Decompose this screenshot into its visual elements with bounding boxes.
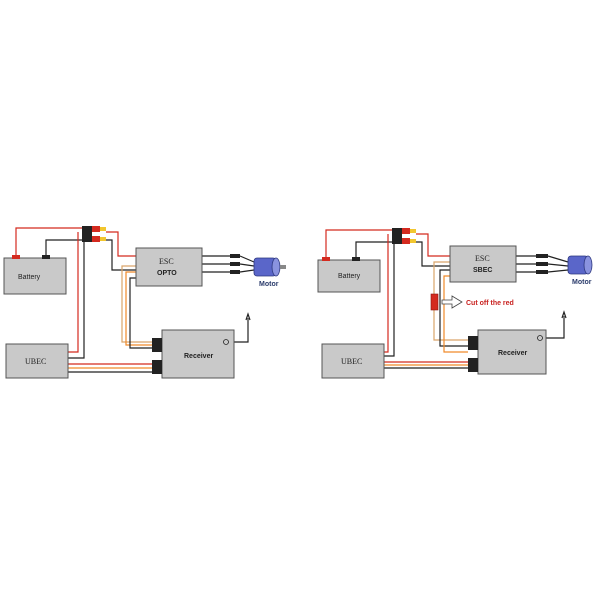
receiver-label: Receiver: [184, 353, 213, 360]
ubec-label: UBEC: [25, 357, 46, 366]
motor: Motor: [253, 257, 286, 288]
esc-type-label-2: SBEC: [473, 267, 492, 274]
deans-connector: [82, 226, 106, 242]
ubec-label-2: UBEC: [341, 357, 362, 366]
ubec-box: UBEC: [5, 343, 69, 379]
esc-box-2: ESC SBEC: [449, 245, 517, 283]
esc-label: ESC: [159, 257, 174, 266]
receiver-box: Receiver: [152, 329, 235, 379]
esc-label-2: ESC: [475, 254, 490, 263]
cut-off-marker: Cut off the red: [430, 293, 514, 311]
receiver-box-2: Receiver: [468, 329, 547, 375]
bullet-connectors: [230, 254, 240, 274]
esc-type-label: OPTO: [157, 270, 177, 277]
esc-box: ESC OPTO: [135, 247, 203, 287]
cut-arrow-icon: [441, 295, 463, 309]
battery-label-2: Battery: [338, 273, 361, 280]
motor-label: Motor: [259, 281, 279, 288]
motor-2: Motor: [567, 255, 593, 286]
battery-box-2: Battery: [317, 257, 381, 293]
receiver-label-2: Receiver: [498, 350, 527, 357]
ubec-box-2: UBEC: [321, 343, 385, 379]
wiring-opto: [15, 227, 255, 373]
battery-label: Battery: [18, 274, 41, 281]
diagram-opto: Battery ESC OPTO Motor UBEC: [3, 226, 286, 379]
cut-off-note: Cut off the red: [466, 300, 514, 307]
bullet-connectors-2: [536, 254, 548, 274]
motor-label-2: Motor: [572, 279, 592, 286]
diagram-sbec: Battery ESC SBEC Cut off the red Motor: [317, 228, 593, 379]
deans-connector-2: [392, 228, 416, 244]
battery-box: Battery: [3, 255, 67, 295]
